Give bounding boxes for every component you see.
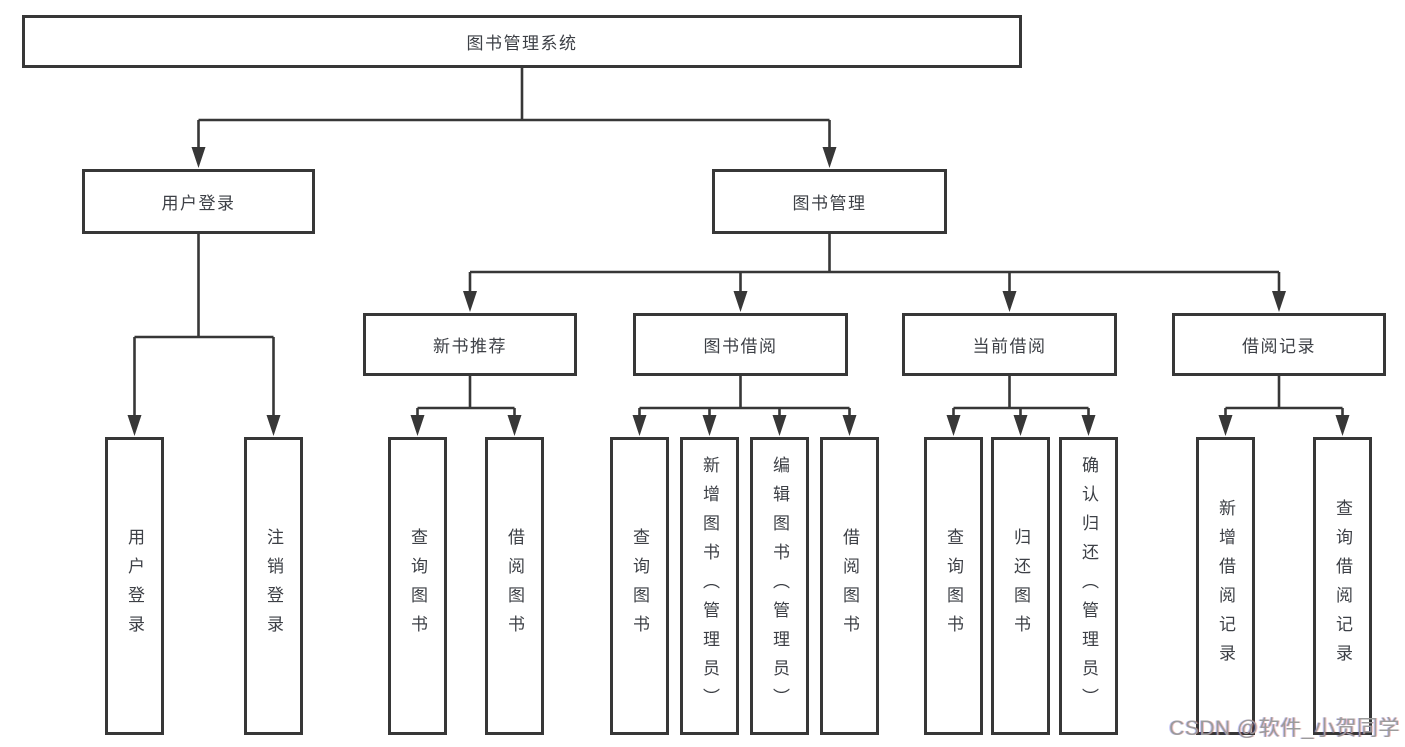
node-book-borrowing: 图书借阅: [633, 313, 848, 376]
leaf-query-books-current: 查询图书: [924, 437, 983, 735]
leaf-query-books-recommendation: 查询图书: [388, 437, 447, 735]
watermark: CSDN @软件_小贺同学: [1169, 717, 1400, 740]
leaf-logout: 注销登录: [244, 437, 303, 735]
node-new-book-recommendation: 新书推荐: [363, 313, 577, 376]
leaf-query-books-borrowing: 查询图书: [610, 437, 669, 735]
leaf-return-book: 归还图书: [991, 437, 1050, 735]
node-current-borrowing: 当前借阅: [902, 313, 1117, 376]
leaf-borrow-books-recommendation: 借阅图书: [485, 437, 544, 735]
node-library-management-system: 图书管理系统: [22, 15, 1022, 68]
leaf-edit-book-admin: 编辑图书（管理员）: [750, 437, 809, 735]
node-book-management: 图书管理: [712, 169, 947, 234]
node-borrowing-records: 借阅记录: [1172, 313, 1386, 376]
leaf-confirm-return-admin: 确认归还（管理员）: [1059, 437, 1118, 735]
leaf-add-book-admin: 新增图书（管理员）: [680, 437, 739, 735]
leaf-user-login: 用户登录: [105, 437, 164, 735]
leaf-borrow-books-borrowing: 借阅图书: [820, 437, 879, 735]
node-user-login: 用户登录: [82, 169, 315, 234]
leaf-query-borrowing-record: 查询借阅记录: [1313, 437, 1372, 735]
leaf-add-borrowing-record: 新增借阅记录: [1196, 437, 1255, 735]
